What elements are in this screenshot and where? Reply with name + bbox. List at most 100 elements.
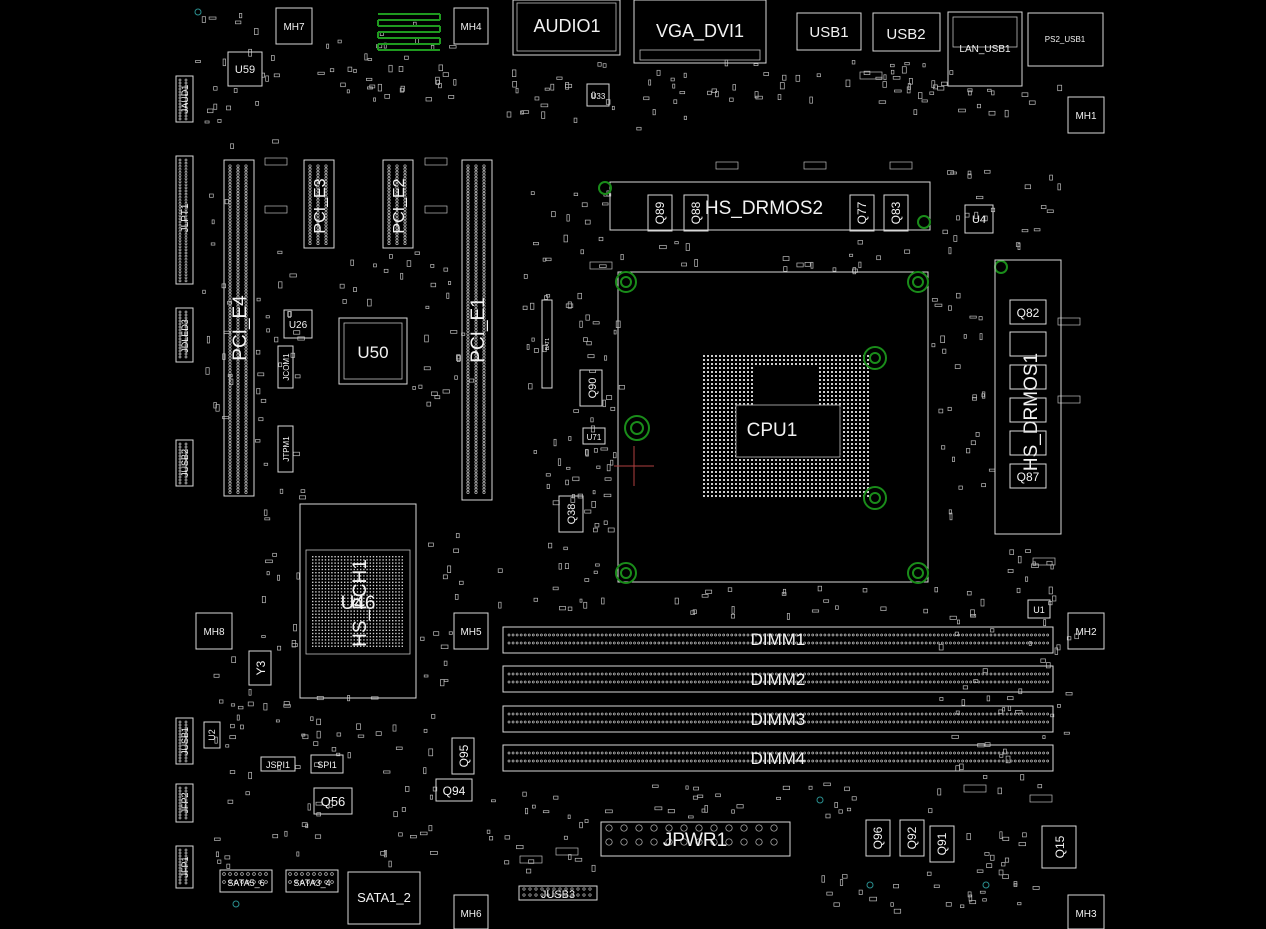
q56-transistor: Q56 bbox=[313, 787, 353, 815]
q82-transistor: Q82 bbox=[1009, 299, 1047, 325]
vga-dvi1-connector: VGA_DVI1 bbox=[633, 0, 767, 64]
spi1-chip: SPI1 bbox=[310, 754, 344, 774]
ps2-usb1-label: PS2_USB1 bbox=[1045, 35, 1086, 44]
audio1-label: AUDIO1 bbox=[533, 16, 600, 36]
jusb3-label: JUSB3 bbox=[541, 889, 575, 901]
dimm4-slot: DIMM4 bbox=[502, 744, 1054, 772]
dimm1-slot: DIMM1 bbox=[502, 626, 1054, 654]
q87-label: Q87 bbox=[1017, 470, 1040, 484]
mh1-label: MH1 bbox=[1075, 111, 1097, 122]
q92-transistor: Q92 bbox=[899, 819, 925, 857]
q91-label: Q91 bbox=[935, 832, 949, 855]
dimm3-slot: DIMM3 bbox=[502, 705, 1054, 733]
q87-transistor: Q87 bbox=[1009, 463, 1047, 489]
q83-label: Q83 bbox=[889, 201, 903, 224]
mh8-hole: MH8 bbox=[195, 612, 233, 650]
mh2-hole: MH2 bbox=[1067, 612, 1105, 650]
cpu-pin-grid bbox=[703, 355, 869, 497]
drmos1-transistor-stack bbox=[1009, 331, 1047, 456]
mh3-label: MH3 bbox=[1075, 909, 1097, 920]
u33-label: U33 bbox=[591, 92, 606, 101]
pin-fields bbox=[178, 78, 1050, 897]
jtpm1-header: JTPM1 bbox=[277, 425, 294, 473]
mh1-hole: MH1 bbox=[1067, 96, 1105, 134]
q92-label: Q92 bbox=[905, 826, 919, 849]
pci-e4-label: PCI_E4 bbox=[230, 295, 251, 361]
lan-usb1-connector: LAN_USB1 bbox=[947, 11, 1023, 87]
jlpt1-label: JLPT1 bbox=[180, 203, 191, 232]
sata3-4-label: SATA3_4 bbox=[293, 878, 330, 888]
jusb1-header: JUSB1 bbox=[175, 717, 194, 765]
jusb2-header: JUSB2 bbox=[175, 439, 194, 487]
dimm2-slot: DIMM2 bbox=[502, 665, 1054, 693]
q38-label: Q38 bbox=[566, 504, 578, 525]
mh7-hole: MH7 bbox=[275, 7, 313, 45]
y3-crystal: Y3 bbox=[248, 650, 272, 686]
q94-transistor: Q94 bbox=[435, 778, 473, 802]
jspi1-label: JSPI1 bbox=[266, 760, 290, 770]
mh8-label: MH8 bbox=[203, 627, 225, 638]
small-passives bbox=[194, 8, 1081, 914]
dimm2-label: DIMM2 bbox=[751, 670, 806, 689]
socket-mount-vias bbox=[598, 181, 1008, 584]
q89-label: Q89 bbox=[653, 201, 667, 224]
jtpm1-label: JTPM1 bbox=[282, 436, 291, 462]
q82-label: Q82 bbox=[1017, 306, 1040, 320]
q77-transistor: Q77 bbox=[849, 194, 875, 232]
lan-usb1-label: LAN_USB1 bbox=[959, 44, 1011, 55]
usb2-label: USB2 bbox=[886, 26, 925, 43]
meander-trace bbox=[377, 13, 441, 51]
mh6-label: MH6 bbox=[460, 909, 482, 920]
jfp1-header: JFP1 bbox=[175, 845, 194, 889]
ps2-usb1-connector: PS2_USB1 bbox=[1027, 12, 1104, 67]
q15-transistor: Q15 bbox=[1041, 825, 1077, 869]
u71-label: U71 bbox=[587, 433, 602, 442]
jpwr1-connector: JPWR1 bbox=[600, 821, 791, 857]
sata5-6-label: SATA5_6 bbox=[227, 878, 264, 888]
bat1-battery: BAT1 bbox=[541, 299, 553, 389]
u33-chip: U33 bbox=[586, 83, 610, 107]
jdled3-label: JDLED3 bbox=[180, 319, 190, 353]
sata3-4-connector: SATA3_4 bbox=[285, 869, 339, 893]
hs-drmos1-label: HS_DRMOS1 bbox=[1021, 353, 1042, 471]
jpwr1-label: JPWR1 bbox=[663, 830, 727, 851]
usb1-label: USB1 bbox=[809, 24, 848, 41]
bat1-label: BAT1 bbox=[545, 338, 551, 350]
u59-label: U59 bbox=[235, 64, 255, 76]
mh4-hole: MH4 bbox=[453, 7, 489, 45]
audio1-connector: AUDIO1 bbox=[512, 0, 621, 56]
u1-label: U1 bbox=[1033, 605, 1045, 615]
u59-chip: U59 bbox=[227, 51, 263, 87]
jaud1-label: JAUD1 bbox=[180, 85, 190, 114]
hs-drmos2-heatsink: HS_DRMOS2 bbox=[609, 181, 931, 231]
q96-transistor: Q96 bbox=[865, 819, 891, 857]
u1-chip: U1 bbox=[1027, 599, 1051, 619]
q95-label: Q95 bbox=[457, 744, 471, 767]
hs-pch1-heatsink: U46 HS_PCH1 bbox=[299, 503, 417, 699]
u46-label: U46 bbox=[341, 593, 376, 614]
dimm3-label: DIMM3 bbox=[751, 710, 806, 729]
q83-transistor: Q83 bbox=[883, 194, 909, 232]
sata1-2-label: SATA1_2 bbox=[357, 890, 411, 905]
u4-chip: U4 bbox=[964, 204, 994, 234]
q91-transistor: Q91 bbox=[929, 825, 955, 863]
y3-label: Y3 bbox=[254, 660, 268, 675]
jaud1-header: JAUD1 bbox=[175, 75, 194, 123]
dimm1-label: DIMM1 bbox=[751, 630, 806, 649]
u26-chip: U26 bbox=[283, 309, 313, 339]
jusb3-header: JUSB3 bbox=[518, 885, 598, 901]
jspi1-header: JSPI1 bbox=[260, 756, 296, 772]
hs-pch1-label: HS_PCH1 bbox=[350, 559, 371, 647]
q56-label: Q56 bbox=[321, 794, 346, 809]
mh5-hole: MH5 bbox=[453, 612, 489, 650]
jusb2-label: JUSB2 bbox=[180, 449, 190, 477]
jfp2-header: JFP2 bbox=[175, 783, 194, 823]
u2-label: U2 bbox=[207, 729, 217, 741]
cpu1-label: CPU1 bbox=[747, 420, 798, 441]
u50-chip: U50 bbox=[338, 317, 408, 385]
q88-transistor: Q88 bbox=[683, 194, 709, 232]
jdled3-header: JDLED3 bbox=[175, 307, 194, 363]
q96-label: Q96 bbox=[871, 826, 885, 849]
hs-drmos2-label: HS_DRMOS2 bbox=[705, 198, 823, 219]
